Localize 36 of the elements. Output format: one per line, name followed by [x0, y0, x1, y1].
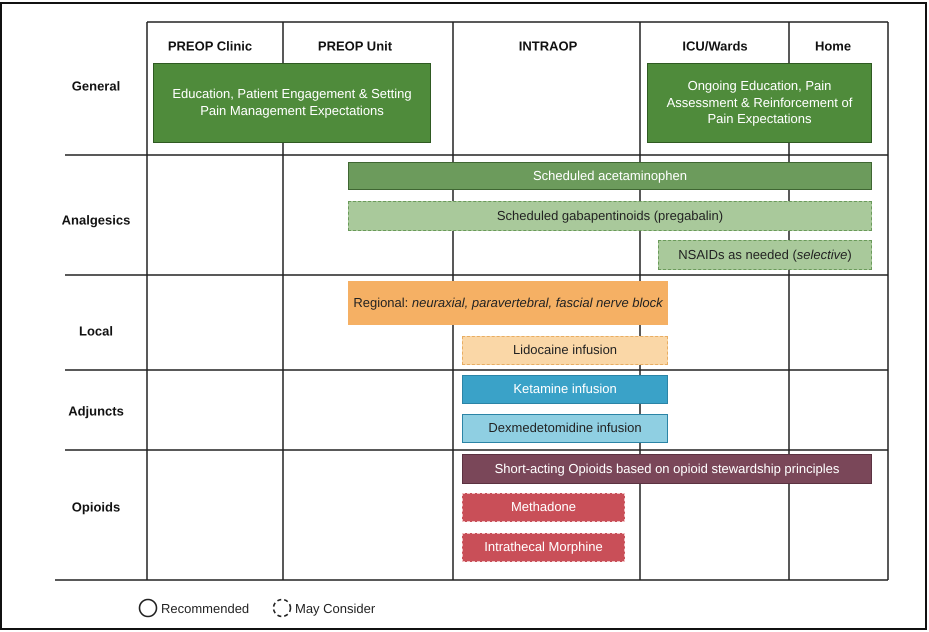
intervention-bar: [647, 63, 872, 143]
intervention-bar: [462, 493, 625, 522]
intervention-bar: [462, 375, 668, 404]
intervention-bar: [658, 240, 872, 270]
bar-label: Education, Patient Engagement & Setting Pain Management Expectations: [171, 86, 413, 120]
bar-label: Dexmedetomidine infusion: [488, 420, 642, 437]
intervention-bar: [348, 281, 668, 325]
intervention-bar: [462, 414, 668, 443]
row-header: Local: [79, 324, 113, 338]
bar-label: Ongoing Education, Pain Assessment & Reinforcement of Pain Expectations: [666, 78, 854, 128]
row-header: Opioids: [72, 500, 120, 514]
bar-label: Methadone: [510, 499, 576, 516]
intervention-bar: [348, 201, 872, 231]
row-header: Analgesics: [62, 212, 130, 228]
intervention-bar: [462, 336, 668, 365]
column-header: PREOP Unit: [318, 38, 392, 54]
intervention-bar: [348, 162, 872, 190]
intervention-bar: [462, 454, 872, 484]
intervention-bar: [462, 533, 625, 562]
row-header: Adjuncts: [68, 404, 124, 418]
bar-label: Scheduled acetaminophen: [533, 168, 687, 184]
row-header: General: [72, 78, 120, 94]
intervention-bar: [153, 63, 431, 143]
bar-label: Short-acting Opioids based on opioid stewardship principles: [494, 460, 840, 478]
bar-label: Intrathecal Morphine: [484, 539, 603, 556]
column-header: ICU/Wards: [682, 38, 748, 54]
bar-label: Ketamine infusion: [513, 381, 617, 398]
bar-label: NSAIDs as needed (selective): [678, 246, 852, 264]
column-header: INTRAOP: [518, 38, 578, 54]
legend-label: May Consider: [295, 600, 376, 616]
bar-label: Lidocaine infusion: [512, 342, 618, 359]
column-header: PREOP Clinic: [168, 38, 252, 54]
bar-label: Scheduled gabapentinoids (pregabalin): [496, 208, 724, 224]
bar-label: Regional: neuraxial, paravertebral, fascial nerve block: [353, 294, 663, 312]
column-header: Home: [814, 38, 852, 54]
legend-label: Recommended: [161, 600, 250, 616]
